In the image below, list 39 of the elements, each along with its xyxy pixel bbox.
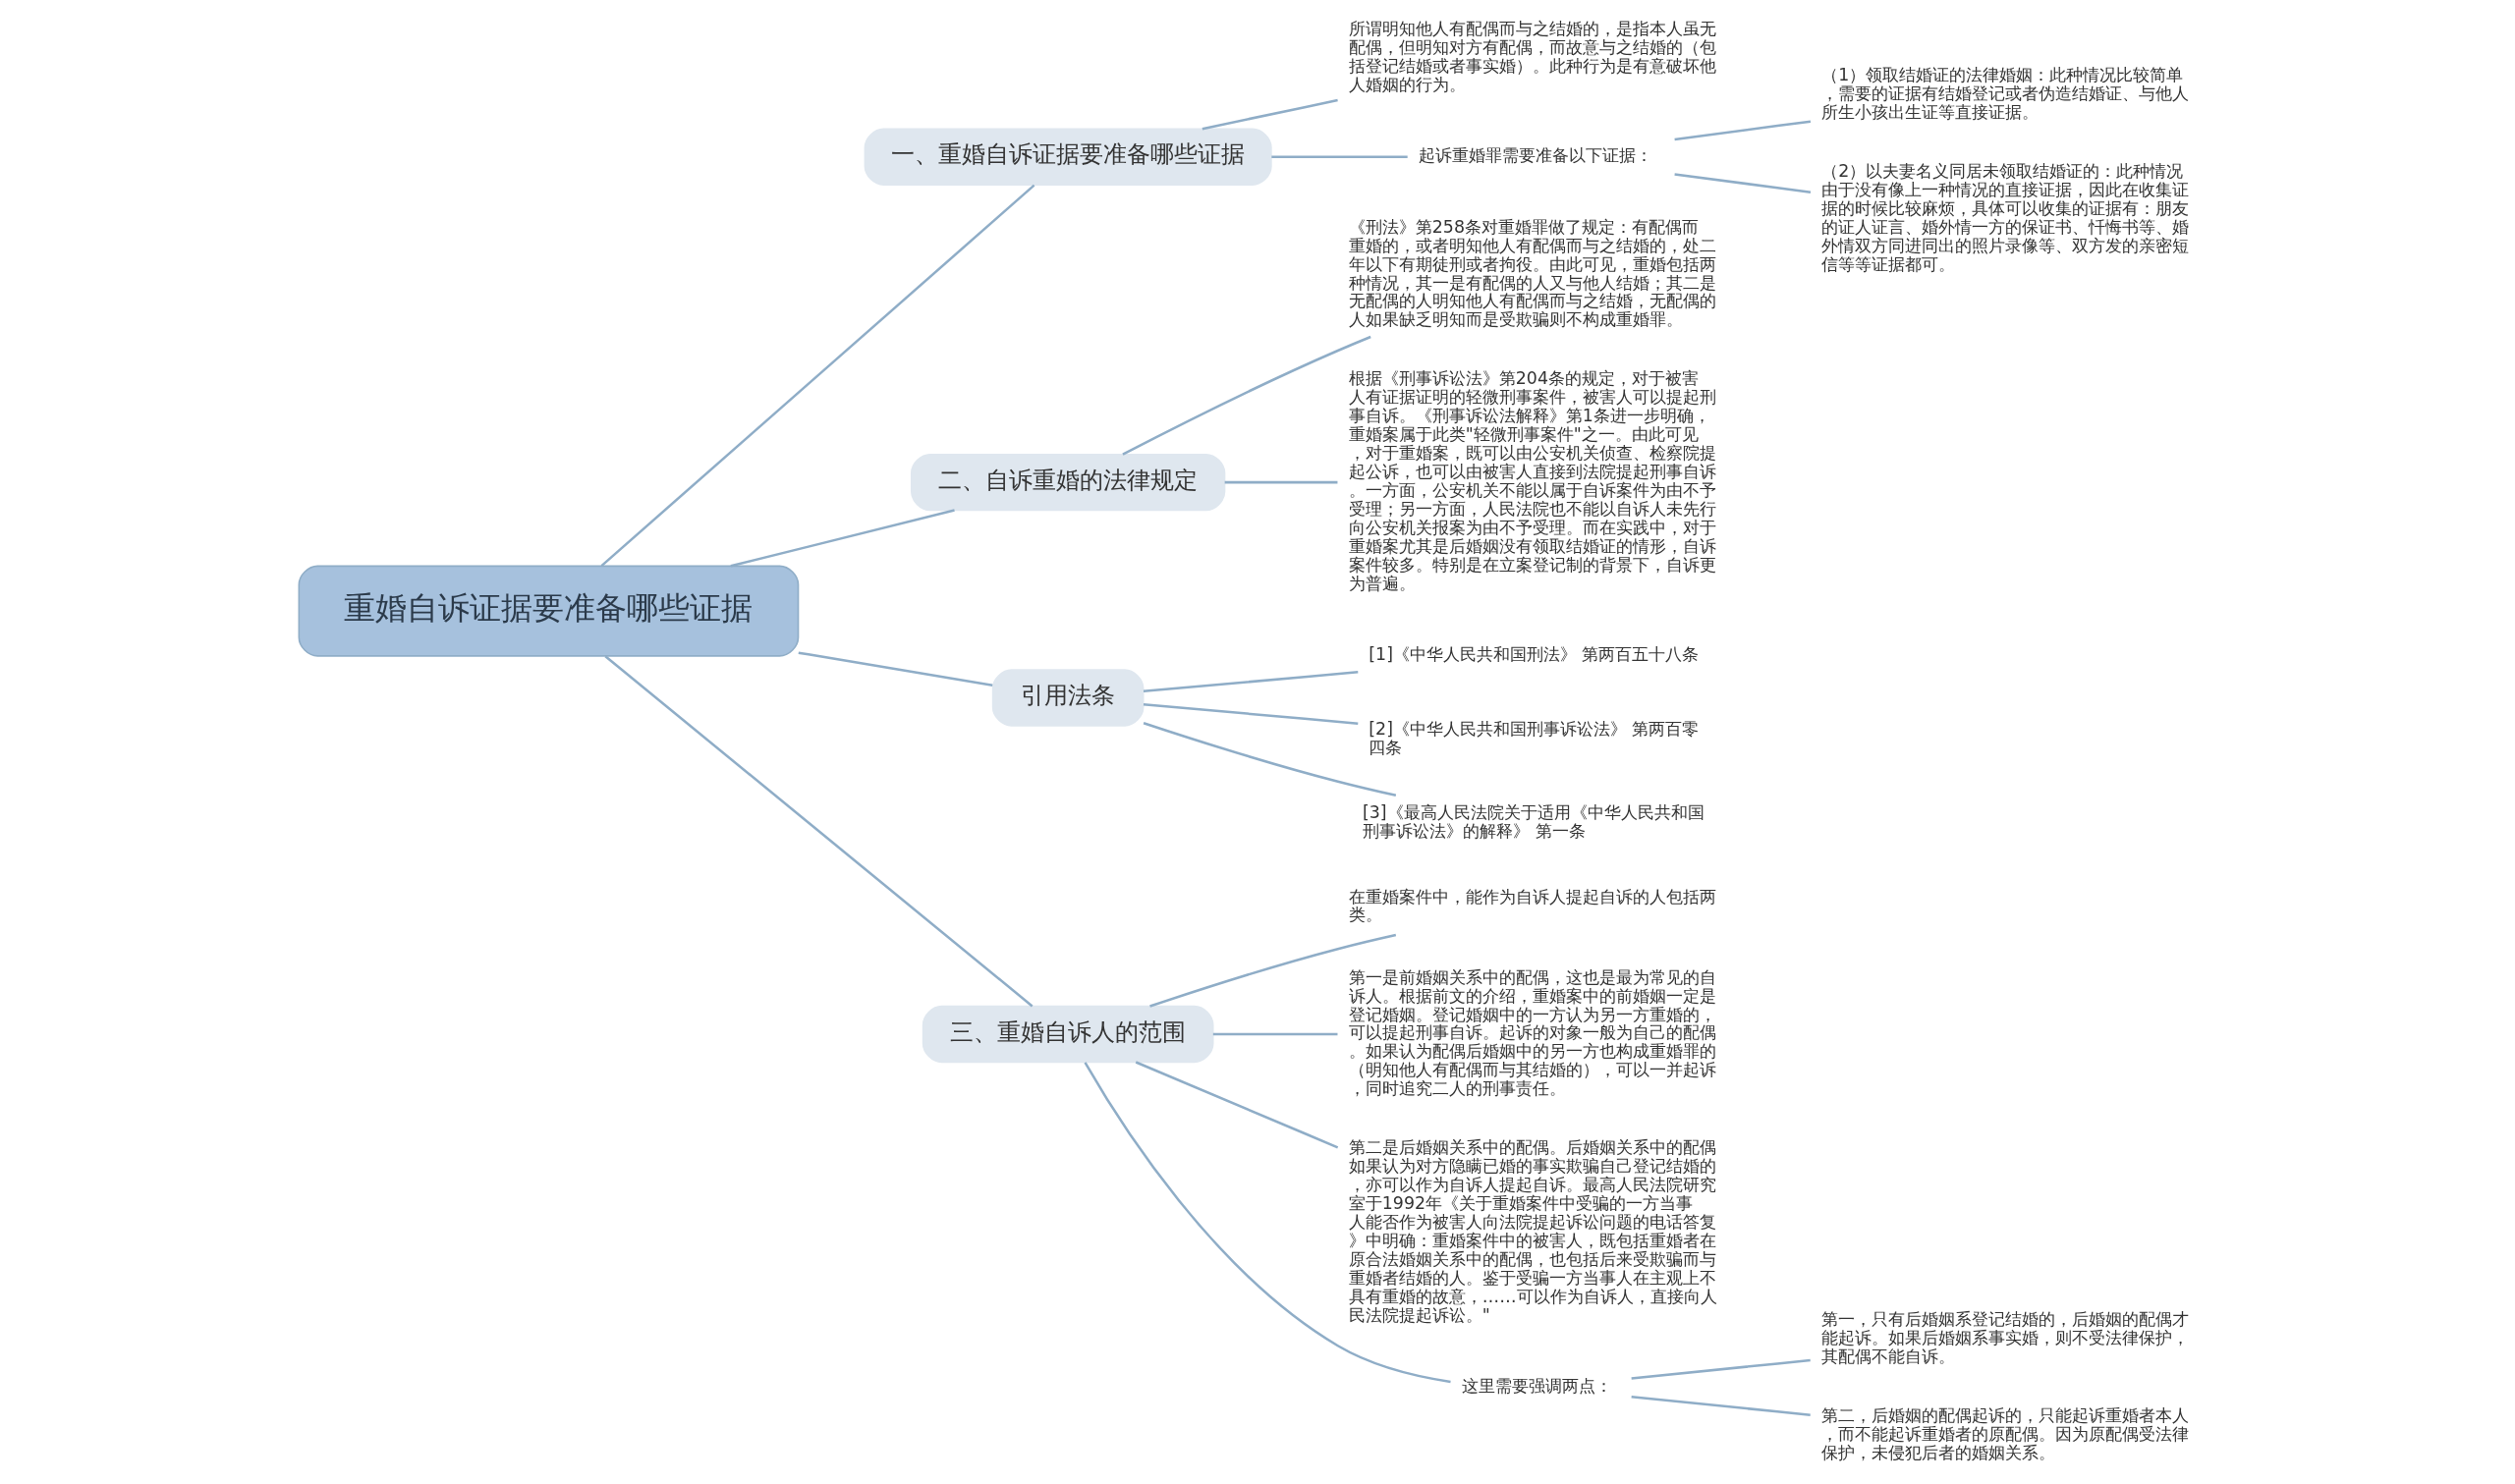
node-box: 重婚自诉证据要准备哪些证据 [298,565,799,657]
connector [1143,671,1358,693]
node-text: 第二是后婚姻关系中的配偶。后婚姻关系中的配偶如果认为对方隐瞒已婚的事实欺骗自己登记结婚的，亦可以作为自诉人提起自诉。最高人民法院研究室于1992年《关于重婚案件中受骗的一方当事人能否作为被害人向法院提起诉讼问题的电话答复》中明确：重婚案件中的被害人，既包括重婚者在原合法婚姻关系中的配偶，也包括后来受欺骗而与重婚者结婚的人。鉴于受骗一方当事人在主观上不具有重婚的故意，……可以作为自诉人，直接向人民法院提起诉讼。" [1348,1137,1717,1325]
node-box: 三、重婚自诉人的范围 [922,1005,1213,1064]
connector [1083,1062,1451,1384]
connector [1148,933,1396,1008]
connector [1121,335,1371,456]
connector [1673,120,1811,141]
connector [1143,702,1358,725]
node-text: [2]《中华人民共和国刑事诉讼法》 第两百零四条 [1368,719,1699,758]
node-text: 第一是前婚姻关系中的配偶，这也是最为常见的自诉人。根据前文的介绍，重婚案中的前婚姻一定是登记婚姻。登记婚姻中的一方认为另一方重婚的，可以提起刑事自诉。起诉的对象一般为自己的配偶。如果认为配偶后婚姻中的另一方也构成重婚罪的（明知他人有配偶而与其结婚的），可以一并起诉，同时追究二人的刑事责任。 [1348,966,1716,1099]
connector [600,184,1034,568]
connector [798,651,992,687]
connector [1631,1358,1811,1380]
node-text: 第二，后婚姻的配偶起诉的，只能起诉重婚者本人，而不能起诉重婚者的原配偶。因为原配偶受法律保护，未侵犯后者的婚姻关系。 [1820,1405,2189,1463]
node-text: [3]《最高人民法院关于适用《中华人民共和国刑事诉讼法》的解释》 第一条 [1362,802,1705,842]
connector [1673,173,1811,193]
node-text: 第一，只有后婚姻系登记结婚的，后婚姻的配偶才能起诉。如果后婚姻系事实婚，则不受法律保护，其配偶不能自诉。 [1820,1309,2189,1367]
node-text: 起诉重婚罪需要准备以下证据： [1418,145,1652,166]
node-text: [1]《中华人民共和国刑法》 第两百五十八条 [1368,644,1699,665]
node-text: 这里需要强调两点： [1461,1376,1612,1397]
connector [1224,480,1337,484]
node-box: 一、重婚自诉证据要准备哪些证据 [864,128,1272,186]
connector [1212,1032,1337,1036]
connector [730,509,955,568]
connector [1270,155,1408,158]
node-text: 所谓明知他人有配偶而与之结婚的，是指本人虽无配偶，但明知对方有配偶，而故意与之结婚的（包括登记结婚或者事实婚）。此种行为是有意破坏他人婚姻的行为。 [1348,18,1716,94]
connector [1631,1395,1811,1416]
node-text: （1）领取结婚证的法律婚姻：此种情况比较简单，需要的证据有结婚登记或者伪造结婚证、与他人所生小孩出生证等直接证据。 [1820,65,2189,122]
node-text: 根据《刑事诉讼法》第204条的规定，对于被害人有证据证明的轻微刑事案件，被害人可以提起刑事自诉。《刑事诉讼法解释》第1条进一步明确，重婚案属于此类"轻微刑事案件"之一。由此可见，对于重婚案，既可以由公安机关侦查、检察院提起公诉，也可以由被害人直接到法院提起刑事自诉。一方面，公安机关不能以属于自诉案件为由不予受理；另一方面，人民法院也不能以自诉人未先行向公安机关报案为由不予受理。而在实践中，对于重婚案尤其是后婚姻没有领取结婚证的情形，自诉案件较多。特别是在立案登记制的背景下，自诉更为普遍。 [1348,368,1716,593]
node-text: 在重婚案件中，能作为自诉人提起自诉的人包括两类。 [1348,886,1716,925]
connector [603,655,1033,1008]
connector [1135,1061,1338,1149]
connector [1143,722,1396,797]
node-box: 引用法条 [991,669,1144,727]
connector [1202,98,1338,131]
node-text: （2）以夫妻名义同居未领取结婚证的：此种情况由于没有像上一种情况的直接证据，因此在收集证据的时候比较麻烦，具体可以收集的证据有：朋友的证人证言、婚外情一方的保证书、忏悔书等、婚外情双方同进同出的照片录像等、双方发的亲密短信等等证据都可。 [1820,160,2189,274]
node-text: 《刑法》第258条对重婚罪做了规定：有配偶而重婚的，或者明知他人有配偶而与之结婚的，处二年以下有期徒刑或者拘役。由此可见，重婚包括两种情况，其一是有配偶的人又与他人结婚；其二是无配偶的人明知他人有配偶而与之结婚，无配偶的人如果缺乏明知而是受欺骗则不构成重婚罪。 [1348,216,1716,330]
node-box: 二、自诉重婚的法律规定 [910,453,1225,512]
